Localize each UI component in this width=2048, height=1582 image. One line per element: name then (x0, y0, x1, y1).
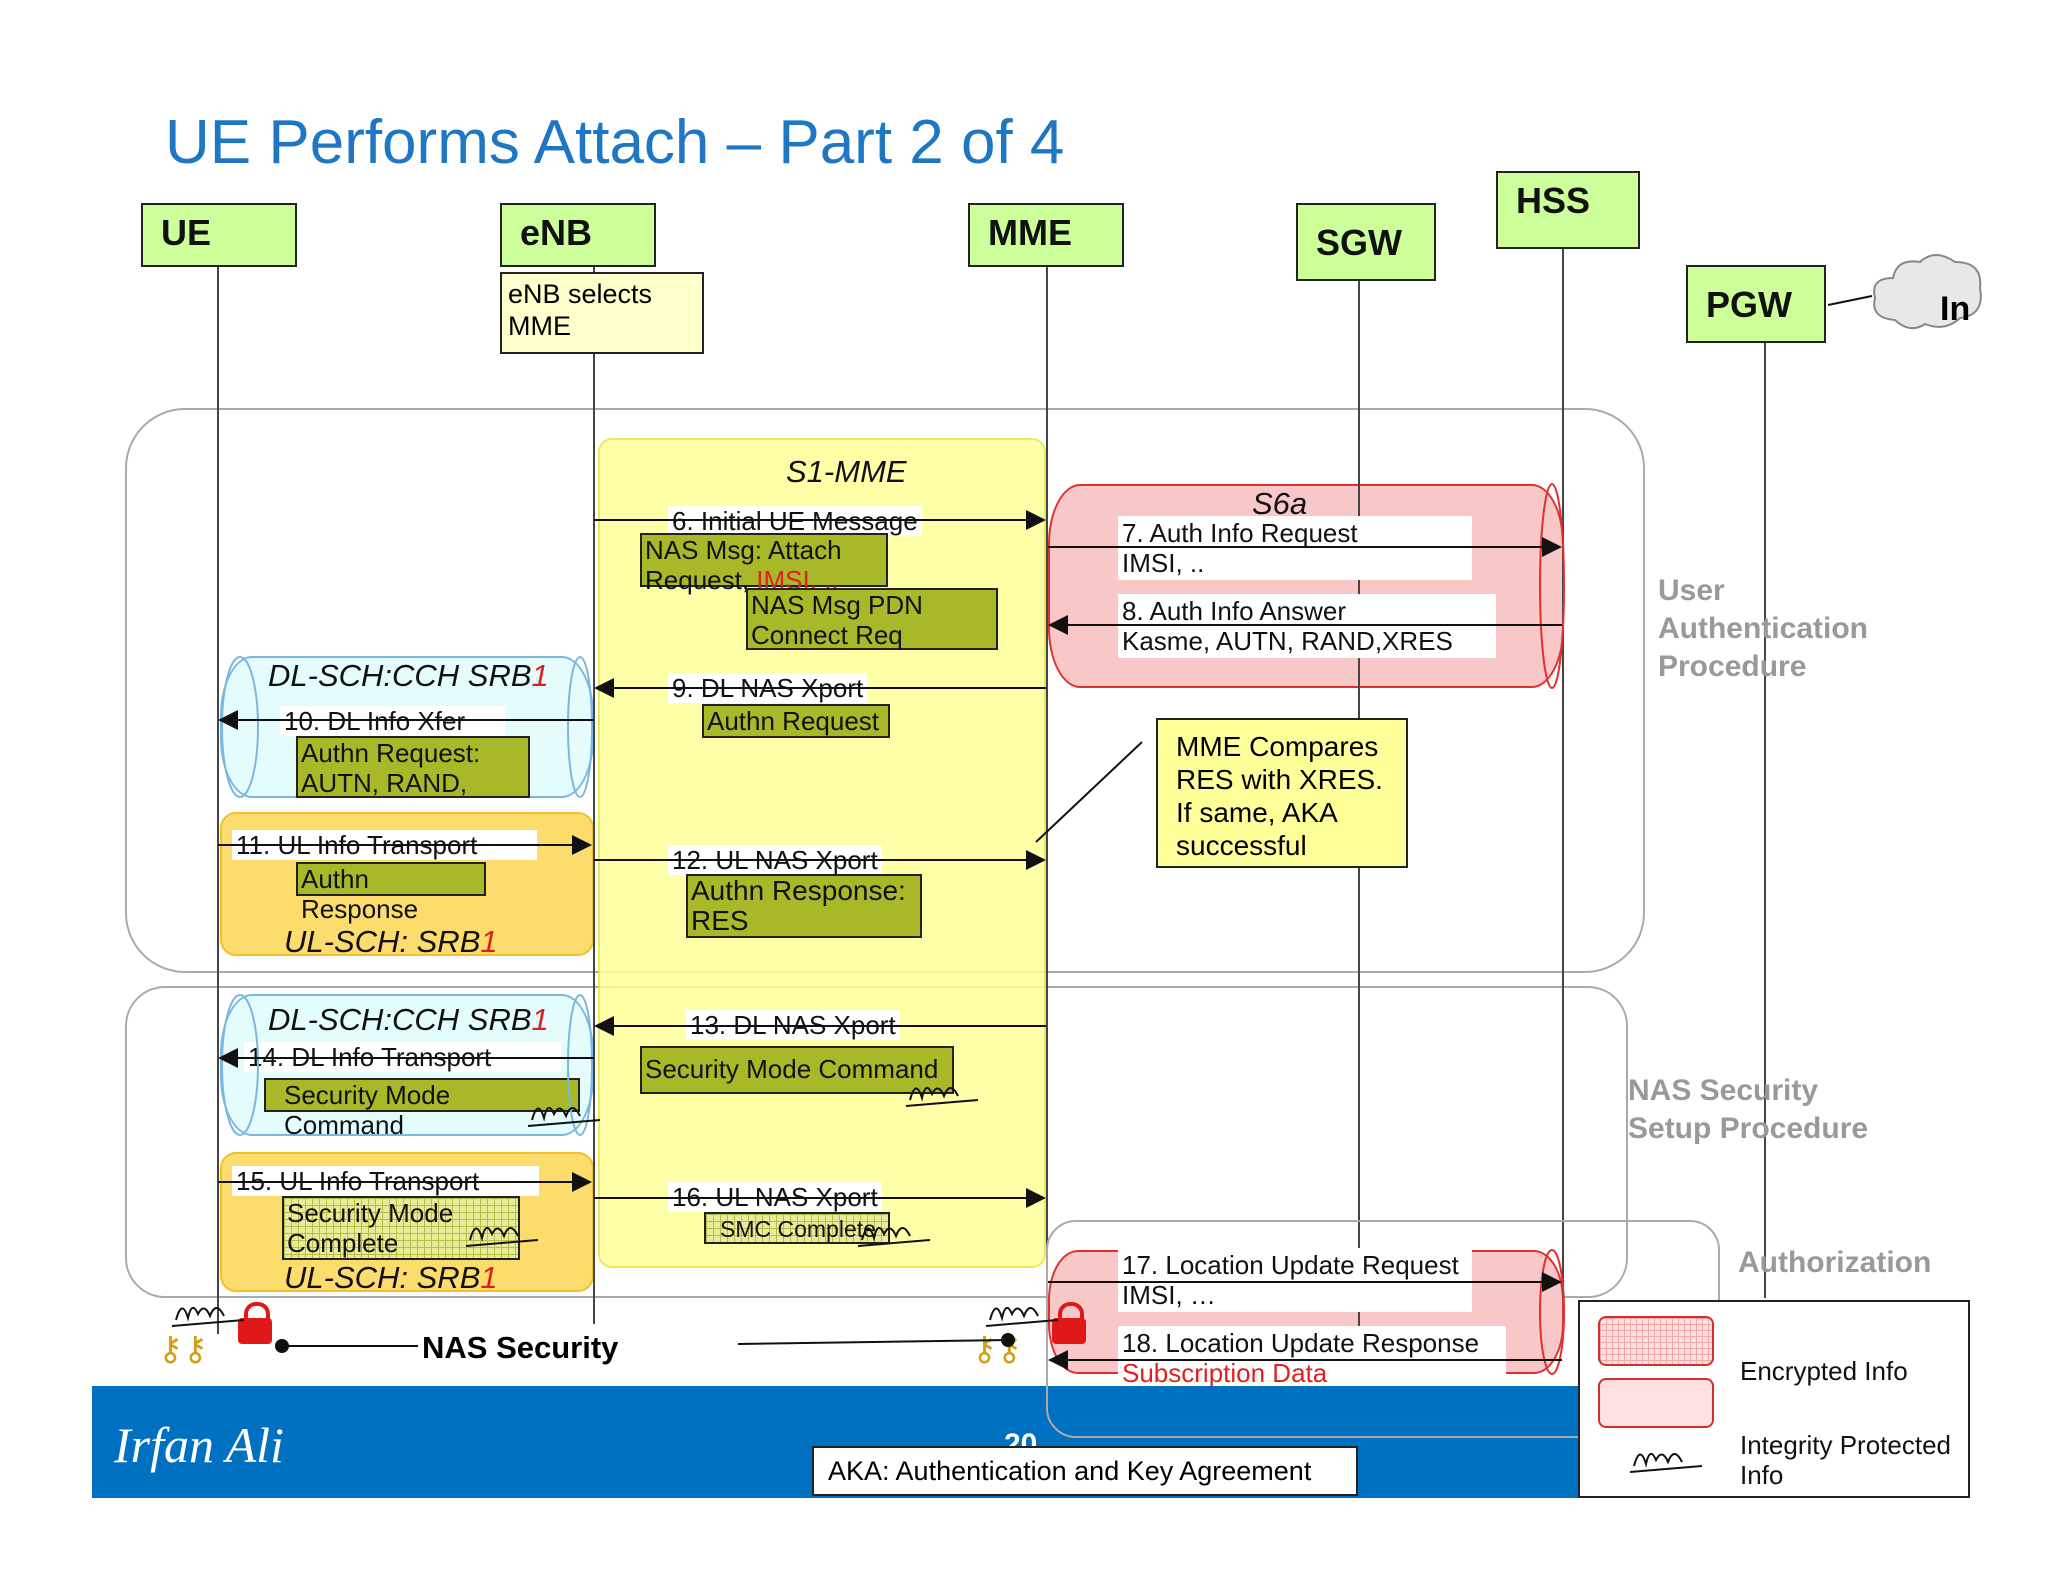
ue-lock-icon (238, 1302, 272, 1344)
dl-sch-label-1: DL-SCH:CCH SRB1 (268, 658, 549, 693)
msg-16-smc-complete-box: SMC Complete (704, 1212, 890, 1244)
s1-mme-label: S1-MME (786, 454, 907, 489)
dl-sch-label-2: DL-SCH:CCH SRB1 (268, 1002, 549, 1037)
entity-ue: UE (141, 203, 297, 267)
msg-13-smc-box: Security Mode Command (640, 1046, 954, 1094)
hss-lifeline (1562, 248, 1564, 1298)
author-name: Irfan Ali (114, 1417, 284, 1473)
entity-hss: HSS (1496, 171, 1640, 249)
enb-lifeline (593, 262, 595, 1324)
mme-lock-icon (1052, 1302, 1086, 1344)
ue-lifeline (217, 264, 219, 1334)
authorization-procedure-label: Authorization (1738, 1246, 1932, 1279)
msg-12-authn-response-box: Authn Response:RES (686, 874, 922, 938)
mme-lifeline (1046, 264, 1048, 1324)
aka-definition-box: AKA: Authentication and Key Agreement (812, 1446, 1358, 1496)
msg-6-pdn-connect-box: NAS Msg PDN Connect Req (746, 588, 998, 650)
integrity-signature-icons (171, 1087, 1703, 1473)
enb-selects-mme-note: eNB selects MME (500, 272, 704, 354)
page-title: UE Performs Attach – Part 2 of 4 (165, 108, 1065, 177)
internet-label: In (1940, 290, 1971, 328)
entity-mme: MME (968, 203, 1124, 267)
ul-sch-label-1: UL-SCH: SRB1 (284, 924, 498, 959)
pgw-lifeline (1764, 342, 1766, 1298)
msg-11-authn-response-box: Authn Response (296, 862, 486, 924)
legend-encrypted-label: Encrypted Info (1740, 1356, 1908, 1386)
entity-pgw: PGW (1686, 265, 1826, 343)
internet-cloud-icon (1873, 254, 1982, 330)
msg-14-smc-box: Security Mode Command (264, 1078, 580, 1140)
msg-9-authn-request-box: Authn Request (702, 704, 890, 738)
entity-enb: eNB (500, 203, 656, 267)
msg-10-authn-request-box: Authn Request:AUTN, RAND, (296, 736, 530, 798)
s6a-label: S6a (1252, 486, 1308, 521)
legend-encrypted-swatch (1598, 1316, 1714, 1366)
ue-key-icon: ⚷⚷ (158, 1330, 208, 1368)
ul-sch-label-2: UL-SCH: SRB1 (284, 1260, 498, 1295)
entity-sgw: SGW (1296, 203, 1436, 281)
nas-security-label: NAS Security (422, 1330, 619, 1365)
legend-integrity-swatch (1598, 1378, 1714, 1428)
